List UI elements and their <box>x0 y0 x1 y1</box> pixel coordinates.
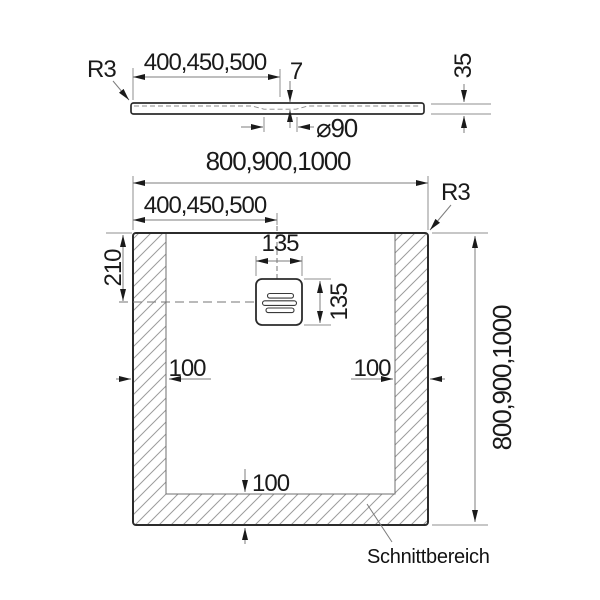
dimension-label: 135 <box>261 230 299 257</box>
plan-dim-cut-margin-left: 100 <box>116 355 211 382</box>
leader-line <box>112 80 130 101</box>
dimension-label: R3 <box>441 179 470 206</box>
cut-area-hatch <box>133 233 428 525</box>
drain-slot <box>265 307 295 314</box>
tray-outline <box>132 232 429 526</box>
drain-slot <box>261 300 298 306</box>
side-dim-drain-diameter: ⌀90 <box>241 113 359 143</box>
dimension-label: 100 <box>252 470 290 497</box>
dimension-label: 800,900,1000 <box>487 305 517 450</box>
side-view-tray-profile <box>130 102 425 115</box>
side-dim-tray-height: 35 <box>431 53 491 133</box>
dimension-label: 800,900,1000 <box>206 146 351 176</box>
plan-dim-cut-margin-bottom: 100 <box>242 469 291 544</box>
leader-line <box>429 204 452 231</box>
side-view: R3 400,450,500 7 ⌀90 <box>87 49 491 143</box>
plan-dim-drain-height: 135 <box>304 278 353 326</box>
cut-area-inner-boundary <box>165 233 396 495</box>
dimension-label: 400,450,500 <box>144 49 267 76</box>
slope-surface-dashed-line <box>134 105 421 110</box>
dimension-label: 35 <box>450 53 477 78</box>
dimension-label: ⌀90 <box>316 113 358 143</box>
plan-dim-drain-offset-top: 210 <box>100 232 132 301</box>
dimension-label: 100 <box>168 355 206 382</box>
side-dim-corner-radius: R3 <box>87 56 130 101</box>
plan-dim-overall-height: 800,900,1000 <box>432 232 517 526</box>
dimension-label: 7 <box>290 58 303 85</box>
dimension-label: 210 <box>100 249 127 287</box>
dimension-label: 400,450,500 <box>144 192 267 219</box>
plan-dim-drain-width: 135 <box>255 230 303 276</box>
section-area-note: Schnittbereich <box>366 503 490 568</box>
dimension-label: 135 <box>326 283 353 321</box>
plan-dim-width-to-drain: 400,450,500 <box>133 192 278 225</box>
leader-line <box>366 503 393 543</box>
plan-view: 800,900,1000 400,450,500 R3 210 135 <box>100 146 517 568</box>
dimension-label: 100 <box>353 355 391 382</box>
plan-dim-corner-radius: R3 <box>429 179 471 231</box>
dimension-label: R3 <box>87 56 116 83</box>
side-dim-recess-depth: 7 <box>287 58 304 128</box>
drain-slot <box>266 292 295 299</box>
plan-dim-cut-margin-right: 100 <box>351 355 445 382</box>
section-area-label: Schnittbereich <box>367 546 490 568</box>
drain-cover <box>255 278 303 326</box>
side-dim-width-to-drain: 400,450,500 <box>132 49 281 100</box>
